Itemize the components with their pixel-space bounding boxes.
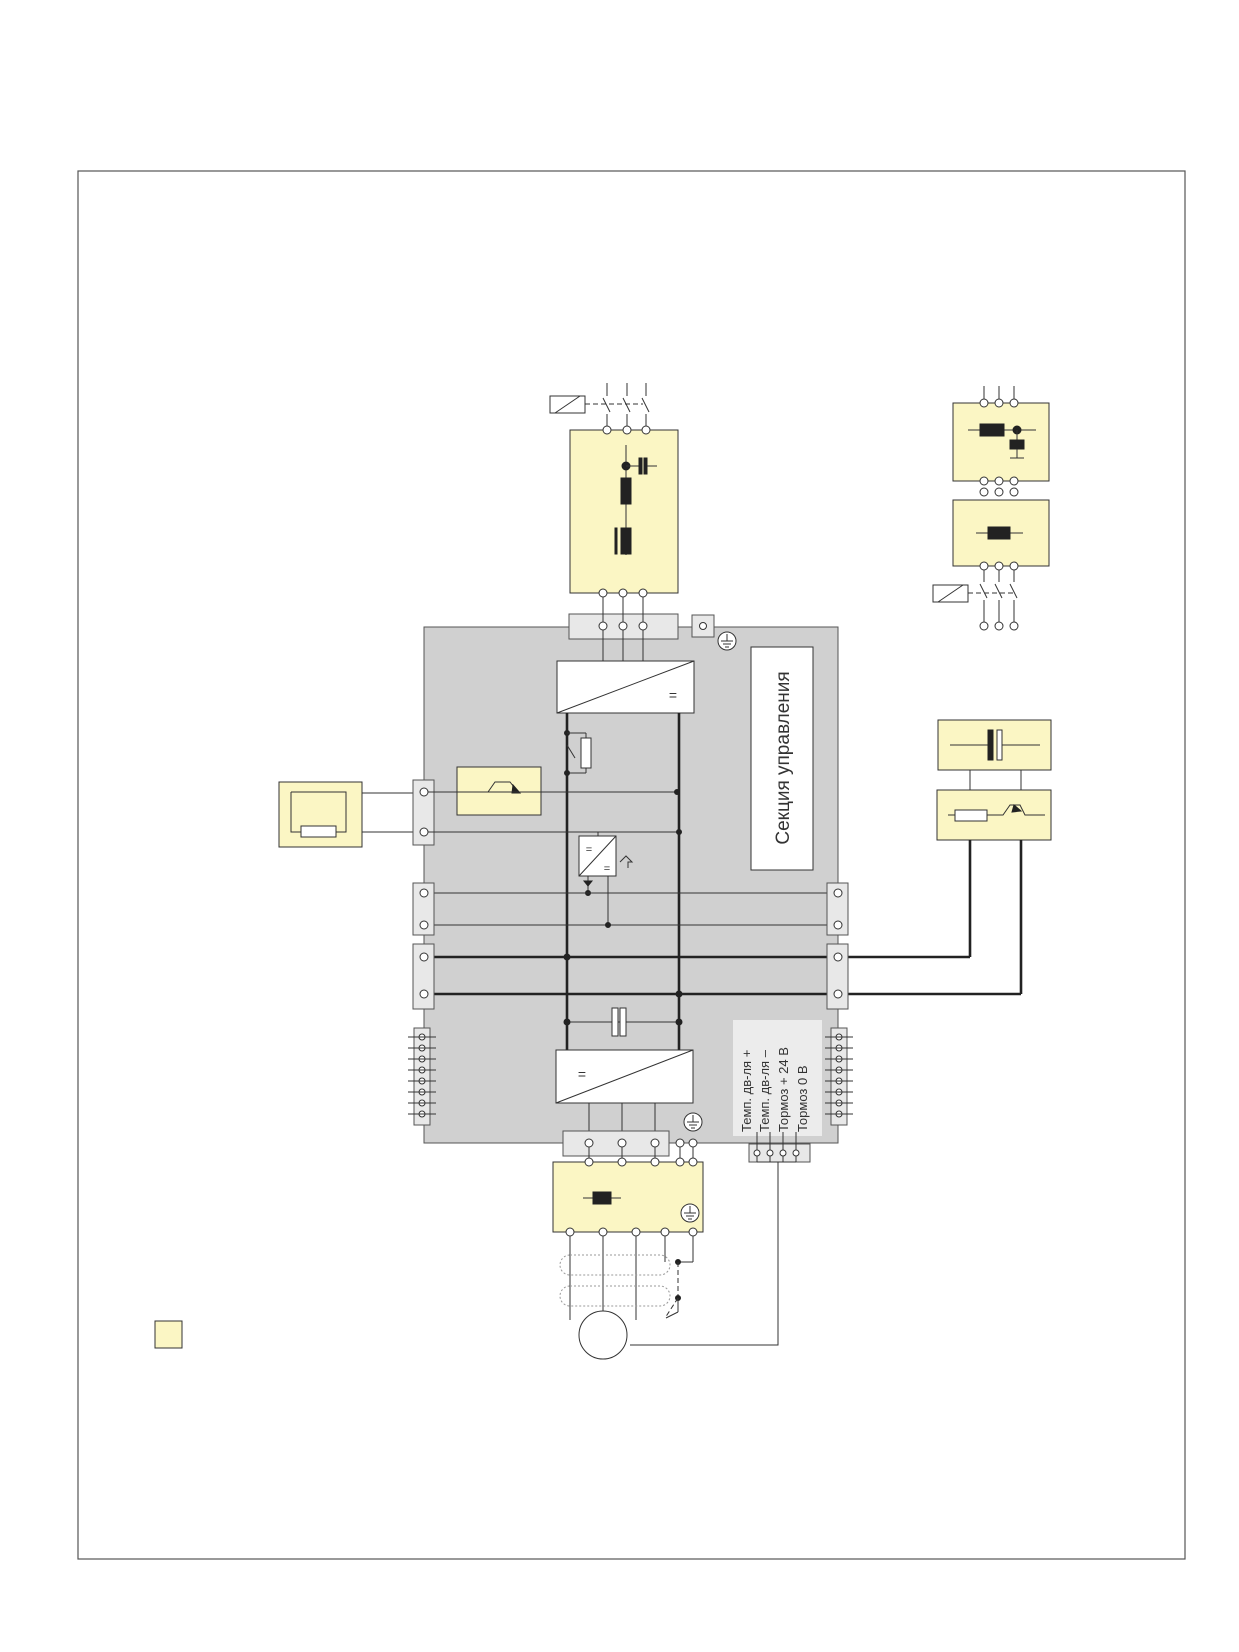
ground-icon xyxy=(680,1203,700,1223)
dc-link-capacitor xyxy=(563,1007,683,1037)
motor-icon xyxy=(578,1310,628,1360)
brake-plus-label: Тормоз + 24 В xyxy=(776,1047,791,1132)
contactor-coil-icon xyxy=(549,395,586,414)
mains-filter-reactor-box xyxy=(569,429,679,594)
reactor-icon xyxy=(976,526,1023,540)
left-dc-terminal xyxy=(412,943,435,1010)
ground-icon xyxy=(683,1112,703,1132)
motor-sensor-cable xyxy=(630,1162,779,1346)
right-filter-box xyxy=(952,402,1050,482)
ground-icon xyxy=(717,631,737,651)
svg-text:=: = xyxy=(604,863,610,875)
motor-temp-plus-label: Темп. дв-ля + xyxy=(739,1050,754,1132)
right-dc-terminal xyxy=(826,943,849,1010)
inverter-block: = xyxy=(555,1049,694,1104)
capacitor-icon xyxy=(950,729,1040,761)
control-section-label: Секция управления xyxy=(773,671,794,844)
right-signal-terminals xyxy=(825,1027,853,1126)
brake-chopper-icon xyxy=(948,804,1045,822)
reactor-icon xyxy=(614,527,632,555)
mains-terminals xyxy=(598,621,648,631)
filter-icon xyxy=(968,423,1036,459)
left-terminal-block-2 xyxy=(412,882,435,936)
resistor-icon xyxy=(300,825,337,838)
svg-text:=: = xyxy=(586,844,592,856)
brake-zero-label: Тормоз 0 В xyxy=(795,1066,810,1133)
left-terminal-block-1 xyxy=(412,779,435,846)
motor-connector-plug xyxy=(748,1132,811,1163)
left-signal-terminals xyxy=(408,1027,436,1126)
legend-option-swatch xyxy=(154,1320,183,1349)
contactor-coil-icon xyxy=(932,584,969,603)
motor-connector-label-box xyxy=(733,1020,822,1136)
motor-temp-minus-label: Темп. дв-ля – xyxy=(757,1049,772,1132)
right-terminal-block-2 xyxy=(826,882,849,936)
rectifier-block: = xyxy=(556,660,695,714)
page-frame xyxy=(77,170,1186,1560)
control-section-box xyxy=(750,646,814,871)
reactor-icon xyxy=(583,1191,621,1205)
mains-contactor xyxy=(602,383,650,426)
output-filter-box xyxy=(552,1161,704,1233)
right-contactor xyxy=(979,570,1018,626)
rectifier-dc-symbol: = xyxy=(669,687,677,703)
inverter-dc-symbol: = xyxy=(578,1066,586,1082)
internal-brake-resistor xyxy=(564,730,592,776)
thermistor-evaluation-block xyxy=(456,766,542,816)
